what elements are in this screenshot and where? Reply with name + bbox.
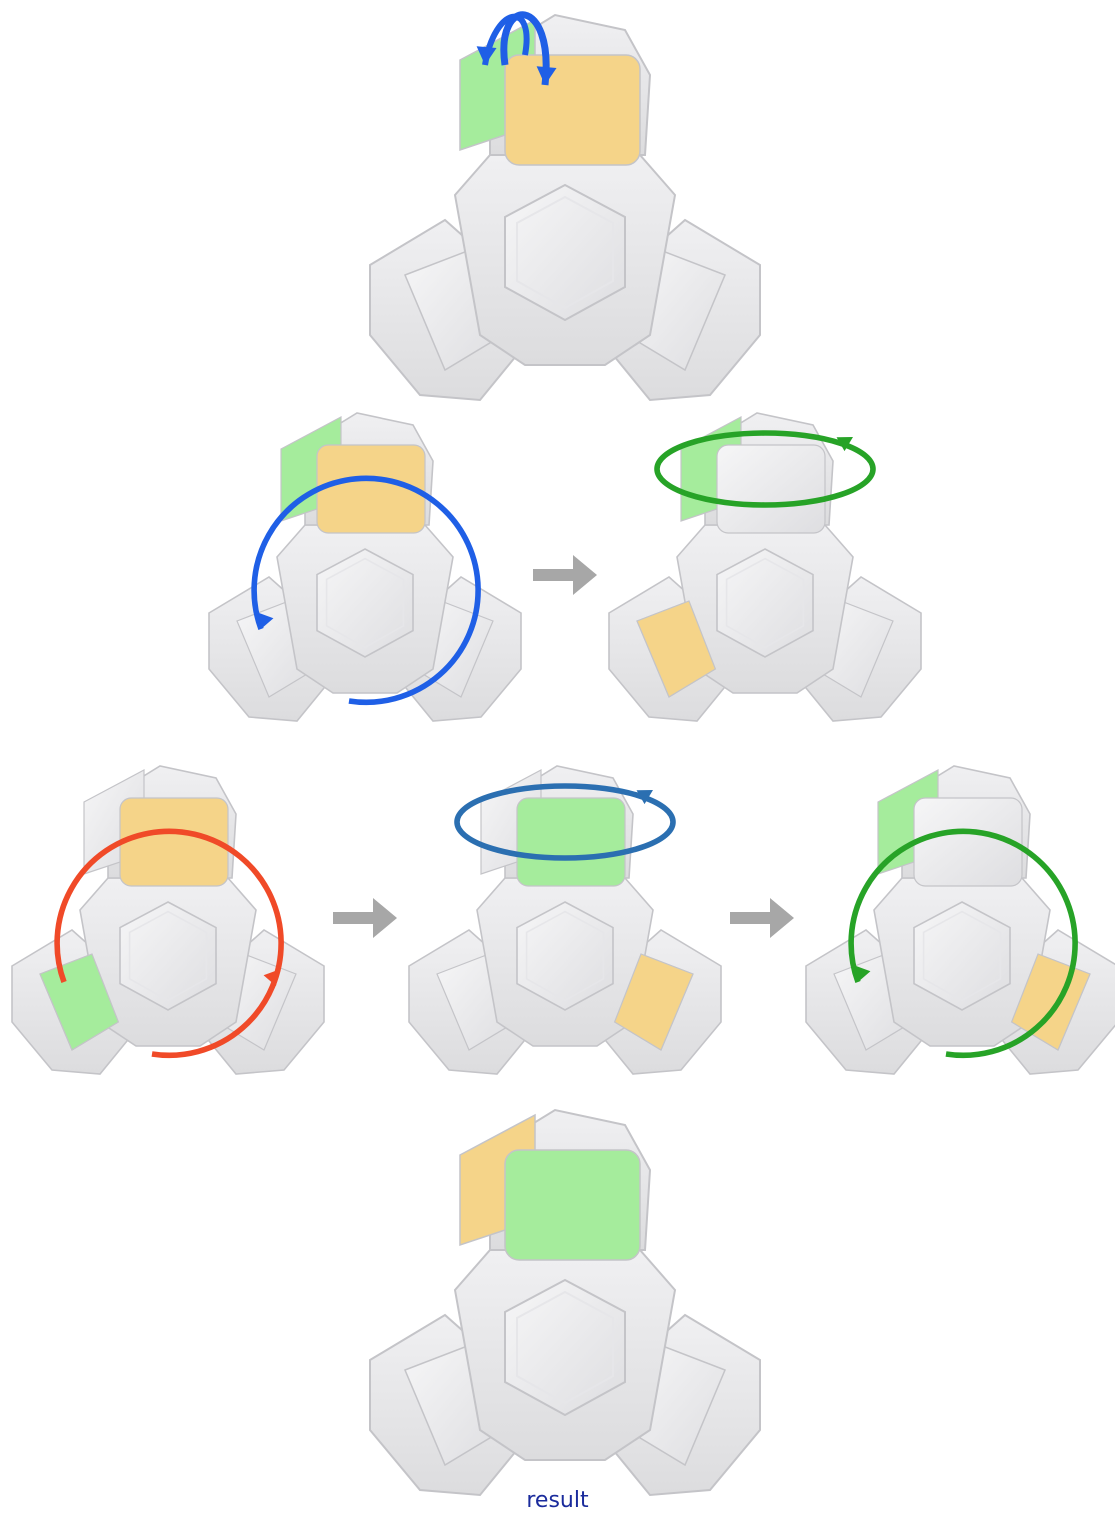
puzzle-result	[369, 1108, 761, 1497]
arrow-head	[536, 66, 557, 85]
tile-front	[504, 1149, 641, 1261]
hexagon-inner	[516, 1290, 614, 1405]
result-caption: result	[526, 1488, 589, 1513]
hexagon-face	[316, 548, 414, 658]
rotation-arrow	[482, 13, 530, 66]
hexagon-inner	[725, 557, 805, 649]
rotation-arrow	[454, 783, 676, 861]
puzzle-step-2b	[408, 765, 722, 1075]
transition-arrow-icon	[333, 898, 397, 938]
puzzle-step-1b	[608, 412, 922, 722]
hexagon-face	[504, 1278, 626, 1417]
rotation-arrow	[251, 475, 481, 706]
arrow-head	[836, 436, 854, 452]
puzzle-step-2a	[11, 765, 325, 1075]
puzzle-initial	[369, 11, 761, 402]
tile-front	[716, 444, 826, 534]
rotation-arrow	[848, 828, 1078, 1059]
hexagon-face	[504, 183, 626, 322]
rotation-arrow	[500, 11, 550, 86]
arrow-head	[636, 789, 654, 805]
puzzle-step-1a	[208, 412, 522, 722]
tile-lower-left	[636, 600, 717, 698]
arrow-head	[258, 612, 274, 630]
hexagon-inner	[128, 910, 208, 1002]
arrow-head	[855, 965, 871, 983]
puzzle-step-2c	[805, 765, 1115, 1075]
tile-lower-left	[39, 953, 120, 1051]
arrow-head	[476, 46, 497, 65]
tile-front	[516, 797, 626, 887]
rotation-arrow	[654, 430, 876, 508]
hexagon-inner	[516, 195, 614, 310]
hexagon-inner	[922, 910, 1002, 1002]
arrow-head	[263, 969, 279, 987]
hexagon-face	[119, 901, 217, 1011]
hexagon-face	[716, 548, 814, 658]
tile-lower-right	[613, 953, 694, 1051]
hexagon-inner	[325, 557, 405, 649]
transition-arrow-icon	[730, 898, 794, 938]
transition-arrow-icon	[533, 555, 597, 595]
hexagon-inner	[525, 910, 605, 1002]
tile-front	[504, 54, 641, 166]
hexagon-face	[516, 901, 614, 1011]
rotation-arrow	[54, 828, 284, 1059]
hexagon-face	[913, 901, 1011, 1011]
